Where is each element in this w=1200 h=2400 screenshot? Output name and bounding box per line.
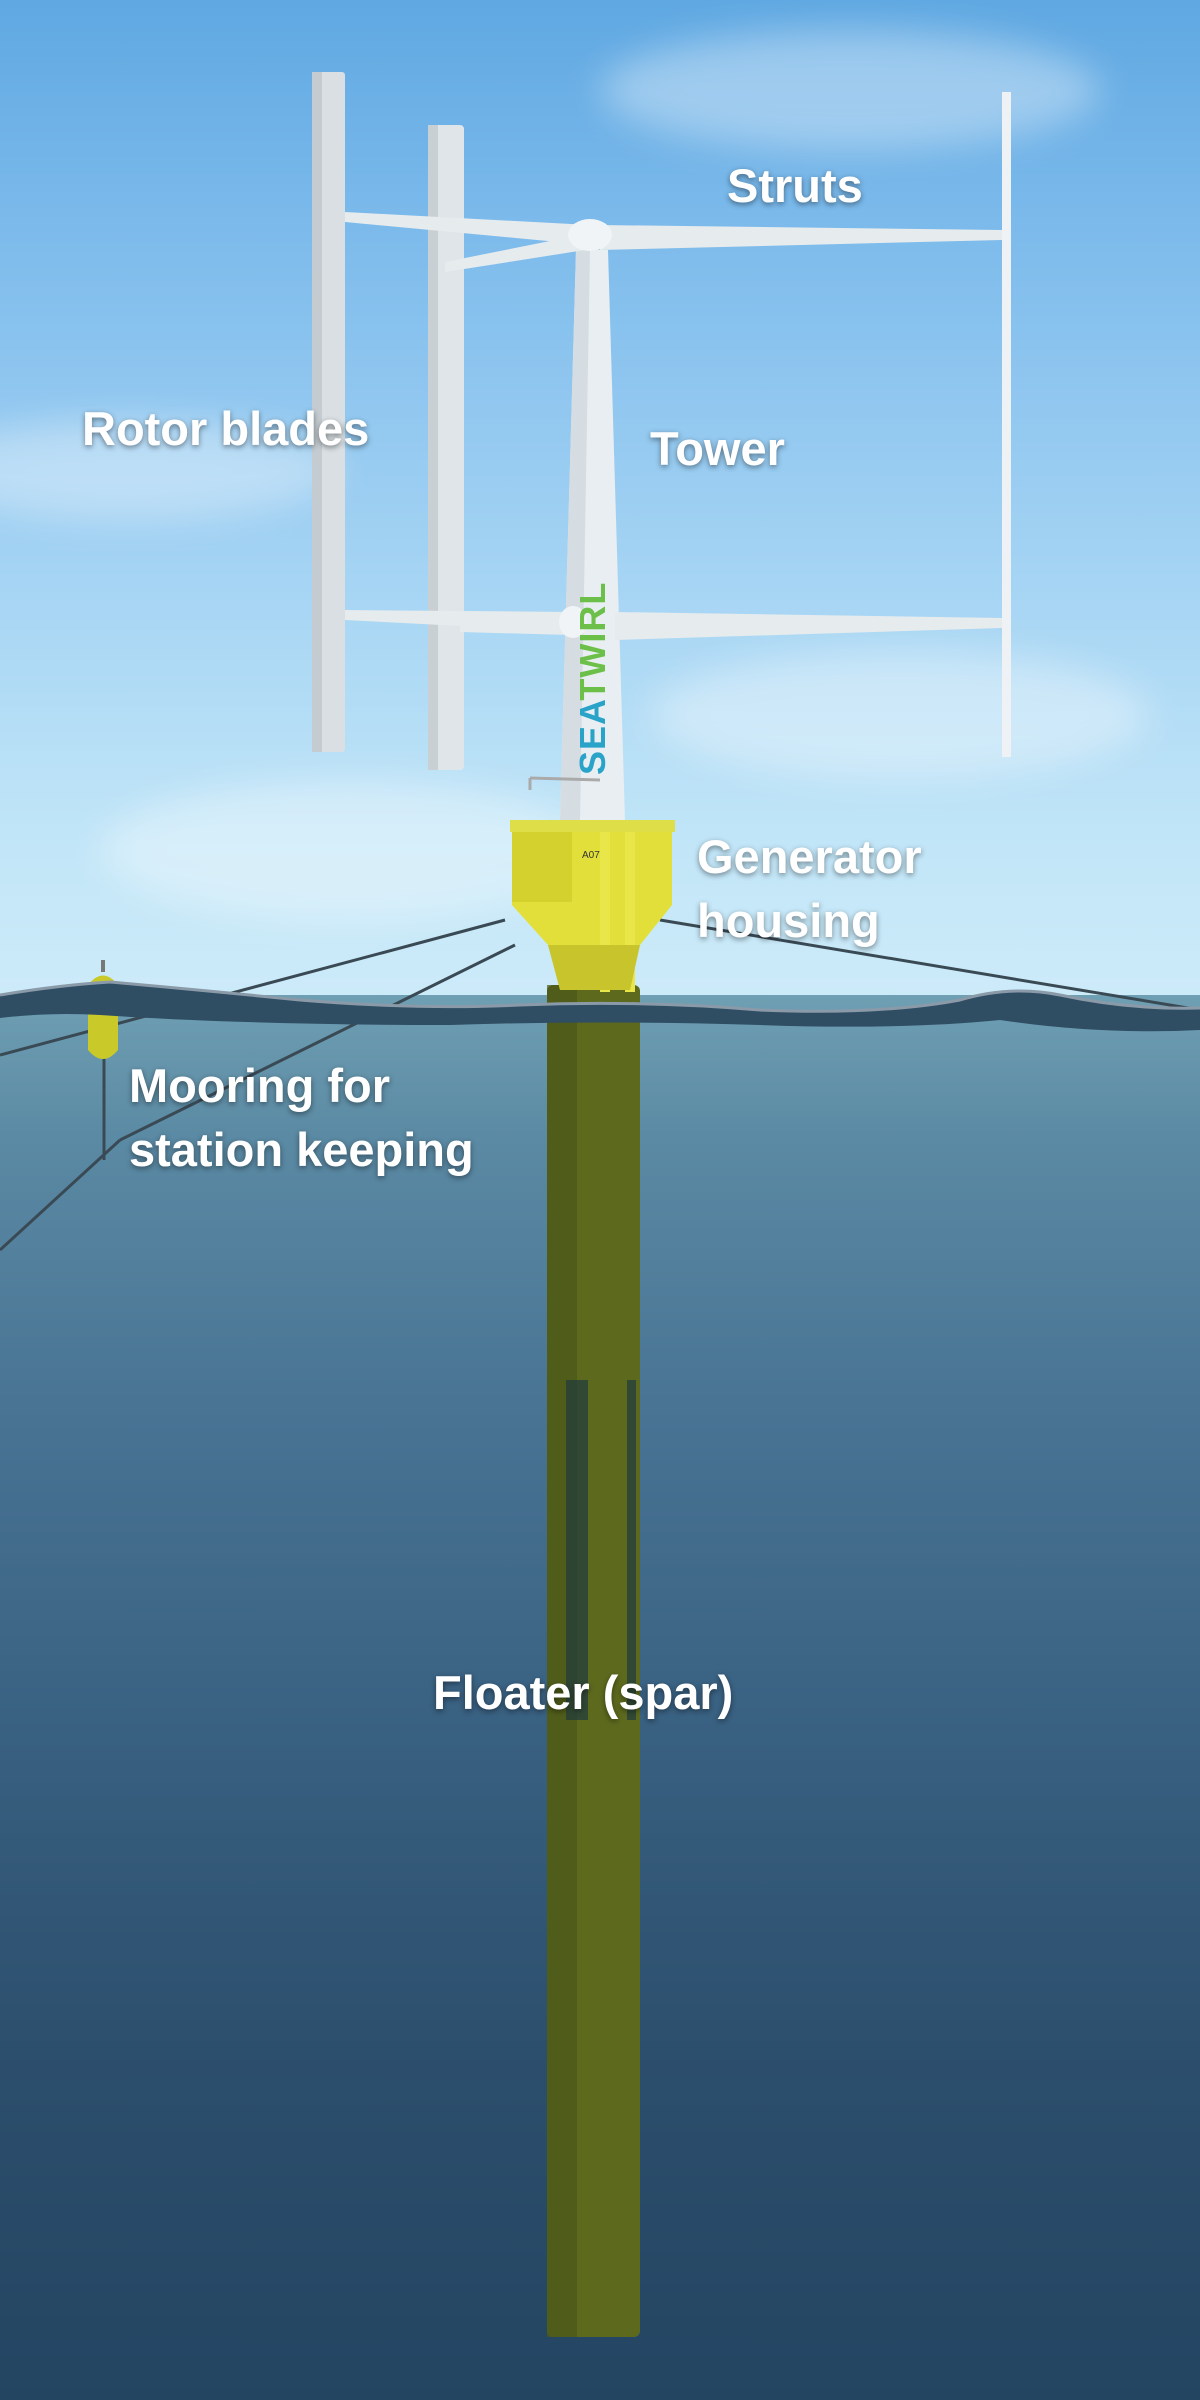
sky-background	[0, 0, 1200, 1000]
label-mooring-2: station keeping	[129, 1123, 474, 1176]
label-rotor-blades: Rotor blades	[82, 402, 370, 455]
sea-surface	[0, 982, 1200, 1032]
label-struts: Struts	[727, 159, 863, 212]
upper-struts	[345, 212, 1002, 272]
label-generator-housing-1: Generator	[697, 830, 922, 883]
label-tower: Tower	[650, 422, 785, 475]
label-generator-housing-2: housing	[697, 894, 880, 947]
label-floater: Floater (spar)	[433, 1666, 734, 1719]
mooring-lines	[0, 918, 1200, 1252]
tower-brand-logo: SEATWIRL	[572, 581, 613, 775]
lower-struts	[345, 606, 1002, 640]
rotor-blade-3	[1002, 92, 1011, 757]
generator-housing: A07	[510, 776, 675, 992]
label-mooring-1: Mooring for	[129, 1059, 391, 1112]
housing-marking: A07	[582, 850, 600, 861]
